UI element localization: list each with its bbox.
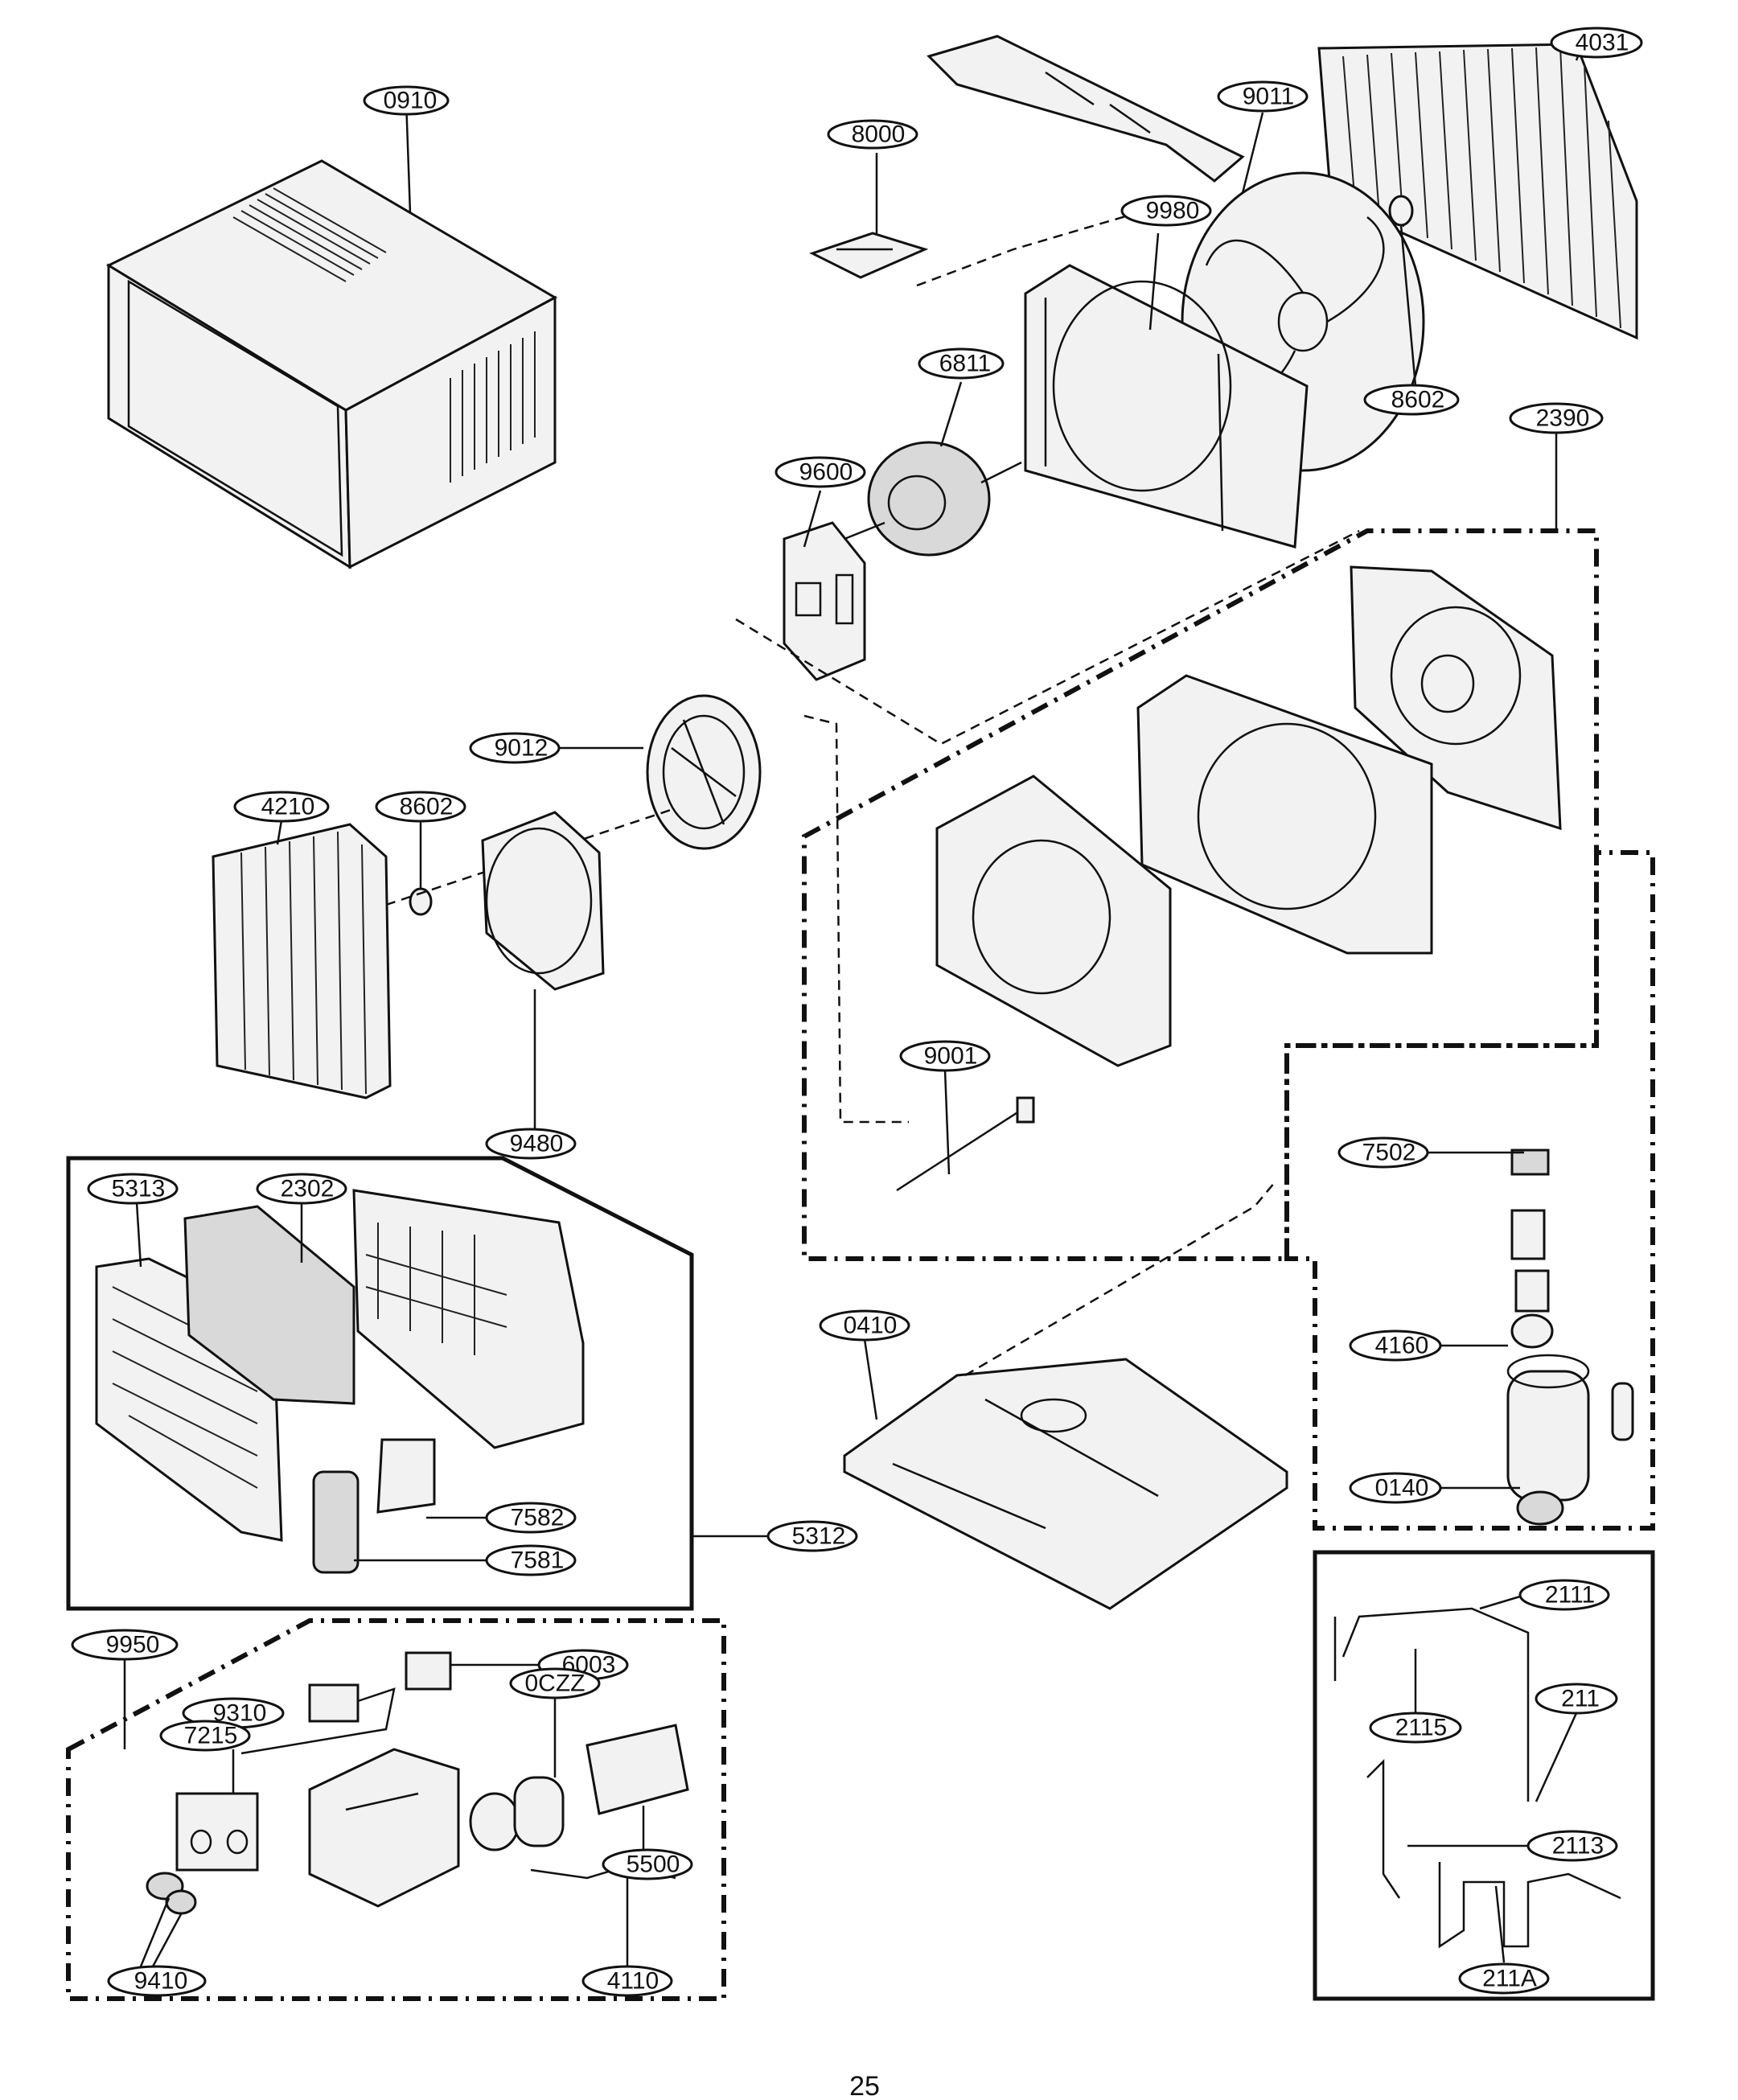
orifice-ring-part xyxy=(481,811,605,1130)
callout-9980: 9980 xyxy=(1120,195,1212,227)
callout-4110: 4110 xyxy=(581,1965,673,1997)
page-number: 25 xyxy=(849,2071,880,2100)
callout-7582: 7582 xyxy=(485,1502,577,1534)
pipe-group xyxy=(1313,1550,1655,2001)
svg-text:4031: 4031 xyxy=(1576,30,1629,56)
svg-text:8000: 8000 xyxy=(852,121,906,148)
callout-2390: 2390 xyxy=(1509,402,1604,434)
svg-text:0CZZ: 0CZZ xyxy=(525,1671,585,1697)
svg-text:2111: 2111 xyxy=(1545,1582,1595,1609)
svg-text:9012: 9012 xyxy=(495,735,549,762)
svg-text:0910: 0910 xyxy=(384,88,438,114)
svg-text:9011: 9011 xyxy=(1243,84,1295,110)
svg-text:5313: 5313 xyxy=(112,1176,166,1202)
callout-211A: 211A xyxy=(1458,1962,1550,1995)
svg-text:9950: 9950 xyxy=(106,1632,160,1658)
callout-0CZZ: 0CZZ xyxy=(509,1667,601,1699)
callout-9001: 9001 xyxy=(899,1040,991,1072)
control-box-group xyxy=(66,1618,726,2001)
svg-text:2302: 2302 xyxy=(281,1176,335,1202)
svg-text:211: 211 xyxy=(1561,1686,1600,1712)
svg-text:0410: 0410 xyxy=(844,1313,898,1339)
callout-2302: 2302 xyxy=(256,1173,347,1205)
bracket-part xyxy=(809,153,1151,287)
callout-211: 211 xyxy=(1535,1683,1618,1715)
callout-9012: 9012 xyxy=(469,732,561,764)
air-guide-part xyxy=(927,35,1245,183)
callout-6811: 6811 xyxy=(918,347,1005,380)
callout-0140: 0140 xyxy=(1349,1472,1442,1504)
svg-text:211A: 211A xyxy=(1482,1966,1537,1992)
svg-text:2390: 2390 xyxy=(1536,405,1590,432)
callout-0410: 0410 xyxy=(819,1309,910,1342)
svg-text:2115: 2115 xyxy=(1395,1715,1448,1741)
svg-text:6811: 6811 xyxy=(939,351,992,377)
svg-text:9480: 9480 xyxy=(510,1131,564,1157)
shroud-part xyxy=(1024,232,1309,549)
nut-part xyxy=(1388,195,1417,387)
callout-9600: 9600 xyxy=(774,456,866,488)
svg-text:9410: 9410 xyxy=(134,1968,188,1995)
svg-text:8602: 8602 xyxy=(400,794,454,820)
svg-text:5312: 5312 xyxy=(792,1523,846,1550)
callout-5313: 5313 xyxy=(87,1173,179,1205)
callout-5500: 5500 xyxy=(602,1848,693,1880)
callout-2113: 2113 xyxy=(1526,1830,1618,1862)
thermistor-part xyxy=(896,1069,1035,1192)
callout-2115: 2115 xyxy=(1369,1712,1462,1744)
callout-9950: 9950 xyxy=(71,1629,179,1661)
evaporator-coil-part xyxy=(212,820,392,1099)
callout-9410: 9410 xyxy=(107,1965,207,1997)
svg-text:4160: 4160 xyxy=(1375,1333,1429,1359)
svg-text:5500: 5500 xyxy=(627,1851,680,1878)
callout-9480: 9480 xyxy=(485,1128,577,1160)
svg-text:4210: 4210 xyxy=(261,794,315,820)
svg-text:7215: 7215 xyxy=(184,1723,238,1749)
svg-text:9600: 9600 xyxy=(799,459,853,486)
blower-wheel-part xyxy=(551,694,909,1124)
callout-4160: 4160 xyxy=(1349,1329,1442,1362)
cabinet-part xyxy=(105,100,558,569)
motor-mount-part xyxy=(735,490,1360,746)
callout-7215: 7215 xyxy=(159,1720,251,1752)
svg-text:7582: 7582 xyxy=(511,1505,565,1531)
compressor-group xyxy=(1284,850,1655,1531)
svg-text:4110: 4110 xyxy=(607,1968,659,1995)
callout-8000: 8000 xyxy=(827,119,918,150)
svg-text:2113: 2113 xyxy=(1552,1833,1604,1860)
callout-0910: 0910 xyxy=(363,85,450,116)
fan-motor-part xyxy=(844,381,1022,557)
callout-7502: 7502 xyxy=(1337,1136,1429,1169)
svg-text:0140: 0140 xyxy=(1375,1475,1429,1502)
callout-7581: 7581 xyxy=(485,1544,577,1576)
callout-8602-top: 8602 xyxy=(1363,384,1460,416)
callout-8602-left: 8602 xyxy=(375,791,466,823)
svg-text:8602: 8602 xyxy=(1391,387,1445,413)
callout-9011: 9011 xyxy=(1217,80,1309,113)
indoor-unit-group xyxy=(802,418,1599,1261)
callout-4031: 4031 xyxy=(1550,27,1643,59)
front-grille-group xyxy=(66,1156,768,1611)
base-pan-part xyxy=(843,1182,1288,1610)
svg-text:9001: 9001 xyxy=(924,1043,978,1070)
callout-5312: 5312 xyxy=(766,1520,858,1552)
callout-2111: 2111 xyxy=(1518,1579,1610,1611)
svg-text:9980: 9980 xyxy=(1146,198,1200,224)
svg-text:7502: 7502 xyxy=(1362,1140,1416,1166)
callout-4210: 4210 xyxy=(233,791,330,823)
svg-text:7581: 7581 xyxy=(511,1547,565,1574)
